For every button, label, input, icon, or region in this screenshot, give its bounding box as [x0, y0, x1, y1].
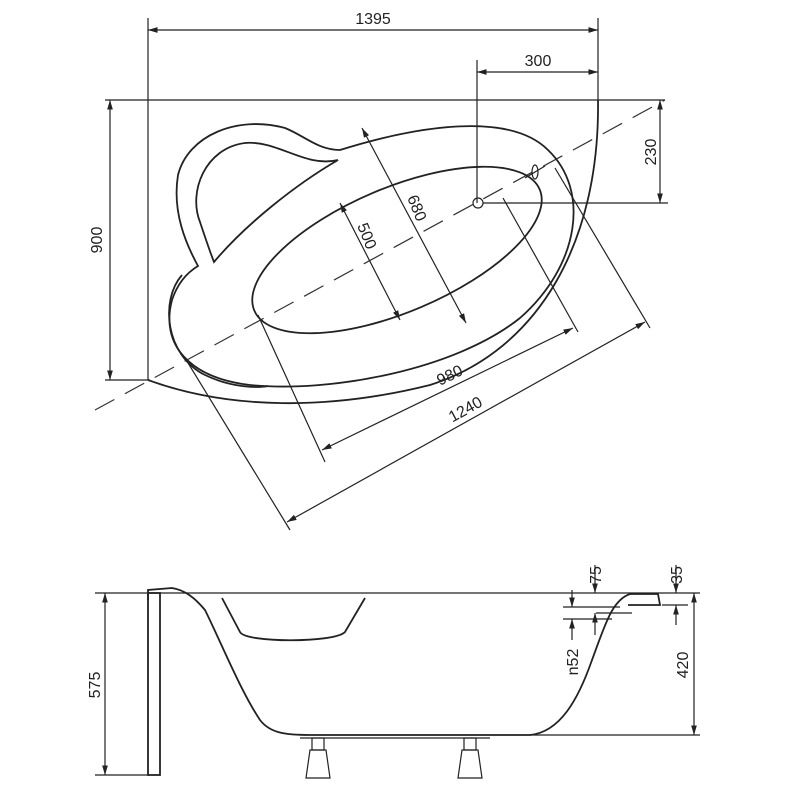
dim-inner-width: 500	[353, 221, 379, 252]
dim-rim-thickness: 35	[669, 566, 686, 584]
rim-inner-arc	[168, 274, 269, 388]
dim-inner-length: 980	[434, 362, 466, 389]
dim-overall-depth: 900	[89, 227, 106, 254]
dim-outer-length: 1240	[446, 394, 485, 426]
side-view: 575 420 75 n52 35	[87, 565, 700, 779]
leg-right	[457, 737, 483, 779]
tub-rim	[168, 123, 575, 388]
leg-left	[305, 737, 331, 779]
dim-drain-offset-y: 230	[643, 139, 660, 166]
overflow-axis	[524, 165, 546, 179]
dim-overflow-top: 75	[588, 566, 605, 584]
tub-seat	[221, 597, 366, 642]
top-view: 1395 300 230 900 680 500 980 1240	[89, 11, 668, 531]
dim-overflow-diameter: n52	[565, 649, 582, 676]
ext-980-right	[502, 197, 579, 333]
ext-980-left	[257, 314, 326, 463]
centerline	[94, 99, 666, 411]
ext-1240-left	[184, 357, 291, 531]
dim-drain-offset-x: 300	[525, 53, 552, 70]
dim-line-500	[339, 202, 401, 321]
outer-shell	[147, 99, 599, 405]
front-panel	[147, 592, 161, 776]
overflow-icon	[531, 164, 539, 180]
dim-tub-depth: 420	[675, 652, 692, 679]
dim-total-height: 575	[87, 672, 104, 699]
dim-overall-width: 1395	[355, 11, 391, 28]
dim-outer-width: 680	[403, 193, 429, 224]
ext-1240-right	[554, 167, 651, 329]
dim-line-1240	[286, 321, 646, 523]
inner-basin	[251, 165, 543, 335]
tub-profile	[147, 587, 662, 736]
headrest	[195, 142, 339, 264]
dim-line-680	[361, 127, 467, 324]
drain-icon	[472, 197, 484, 209]
